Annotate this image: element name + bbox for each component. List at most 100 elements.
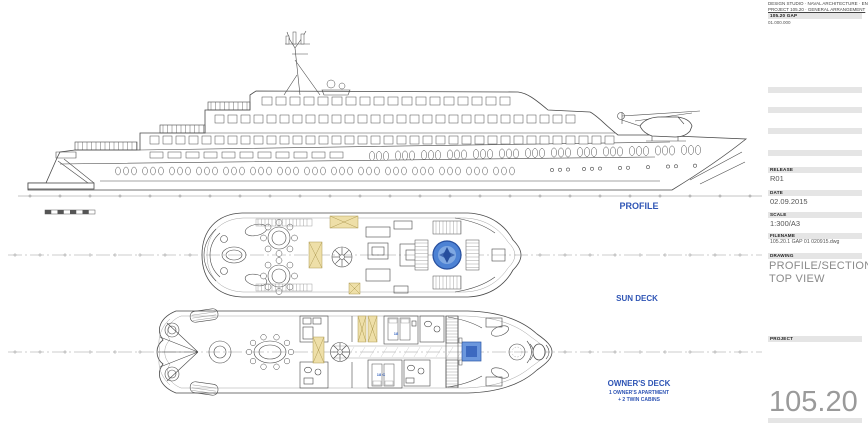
sun-loungers (414, 220, 480, 290)
field-bar-empty (768, 107, 862, 113)
stair-tread (333, 353, 339, 359)
chair (275, 257, 283, 264)
porthole (401, 166, 407, 176)
porthole (461, 149, 467, 160)
window (409, 135, 420, 145)
sun-lounger (432, 275, 462, 290)
porthole (347, 166, 353, 176)
porthole (558, 147, 564, 158)
porthole (212, 166, 218, 176)
profile-view: PROFILE (18, 30, 762, 215)
window (500, 114, 511, 124)
porthole (285, 166, 291, 176)
window (448, 114, 459, 124)
porthole (331, 166, 337, 176)
window (214, 135, 225, 145)
porthole (532, 148, 538, 158)
window (275, 96, 287, 106)
porthole (487, 149, 493, 159)
window (435, 114, 446, 124)
window (471, 96, 483, 106)
window (188, 135, 199, 145)
porthole (339, 166, 345, 176)
side-table (220, 235, 228, 243)
window (357, 135, 368, 145)
porthole (590, 166, 594, 171)
ruler-cell (82, 210, 89, 214)
porthole (643, 146, 649, 156)
window (485, 96, 497, 106)
chair (283, 339, 291, 346)
porthole (577, 147, 583, 157)
window (526, 135, 537, 145)
window (317, 96, 329, 106)
sun-lounger (432, 220, 462, 235)
porthole (115, 166, 121, 176)
chair (291, 234, 298, 242)
deck-lines (59, 132, 671, 182)
chair (245, 348, 253, 356)
project-number: 105.20 (769, 386, 858, 418)
chair (286, 261, 294, 269)
satcom-dome (338, 82, 346, 90)
window (396, 114, 407, 124)
porthole (539, 148, 545, 158)
chair (286, 223, 294, 231)
porthole (169, 166, 175, 176)
porthole (655, 145, 661, 156)
window (292, 114, 303, 124)
cabin-number: 18 C (377, 372, 386, 377)
porthole (565, 147, 571, 158)
window (240, 135, 251, 145)
porthole (669, 145, 675, 156)
jacuzzi (432, 240, 462, 270)
profile-label: PROFILE (619, 201, 658, 211)
window (370, 114, 381, 124)
swim-platform (27, 182, 95, 190)
porthole (674, 164, 678, 169)
window (526, 114, 537, 124)
stair-tread (343, 258, 349, 264)
chair (260, 234, 267, 242)
chair (249, 339, 257, 346)
date-field-bar: DATE (768, 190, 862, 196)
porthole (185, 166, 191, 176)
porthole (598, 166, 602, 171)
window (487, 135, 498, 145)
window (539, 135, 550, 145)
tail-rotor (617, 112, 625, 120)
window (253, 114, 264, 124)
porthole (223, 166, 229, 176)
window (275, 151, 290, 159)
window (331, 114, 342, 124)
spiral-stair-treads (330, 342, 350, 362)
window (318, 135, 329, 145)
drawing-sheet: PROFILE (8, 30, 762, 403)
porthole (501, 166, 507, 176)
owner-deck-sub1: 1 OWNER'S APARTMENT (609, 390, 669, 396)
bathrooms (403, 315, 445, 387)
window (604, 135, 615, 145)
porthole (177, 166, 183, 176)
porthole (412, 166, 418, 176)
window (487, 114, 498, 124)
chair (286, 245, 294, 253)
dining-table (267, 226, 291, 250)
spiral-stair (331, 246, 353, 268)
window (266, 135, 277, 145)
window (329, 151, 344, 159)
upperdeck-windows (149, 135, 615, 145)
hatch-line (435, 346, 443, 358)
porthole (385, 166, 391, 176)
hull-portholes (115, 163, 697, 176)
release-value: R01 (770, 174, 784, 183)
hatch-line (446, 346, 454, 358)
porthole (428, 166, 434, 176)
baseline-ticks (28, 194, 752, 198)
porthole (550, 168, 554, 172)
window (474, 135, 485, 145)
window (279, 135, 290, 145)
chair (260, 272, 267, 280)
porthole (402, 150, 408, 161)
scale-value: 1:300/A3 (770, 219, 801, 228)
